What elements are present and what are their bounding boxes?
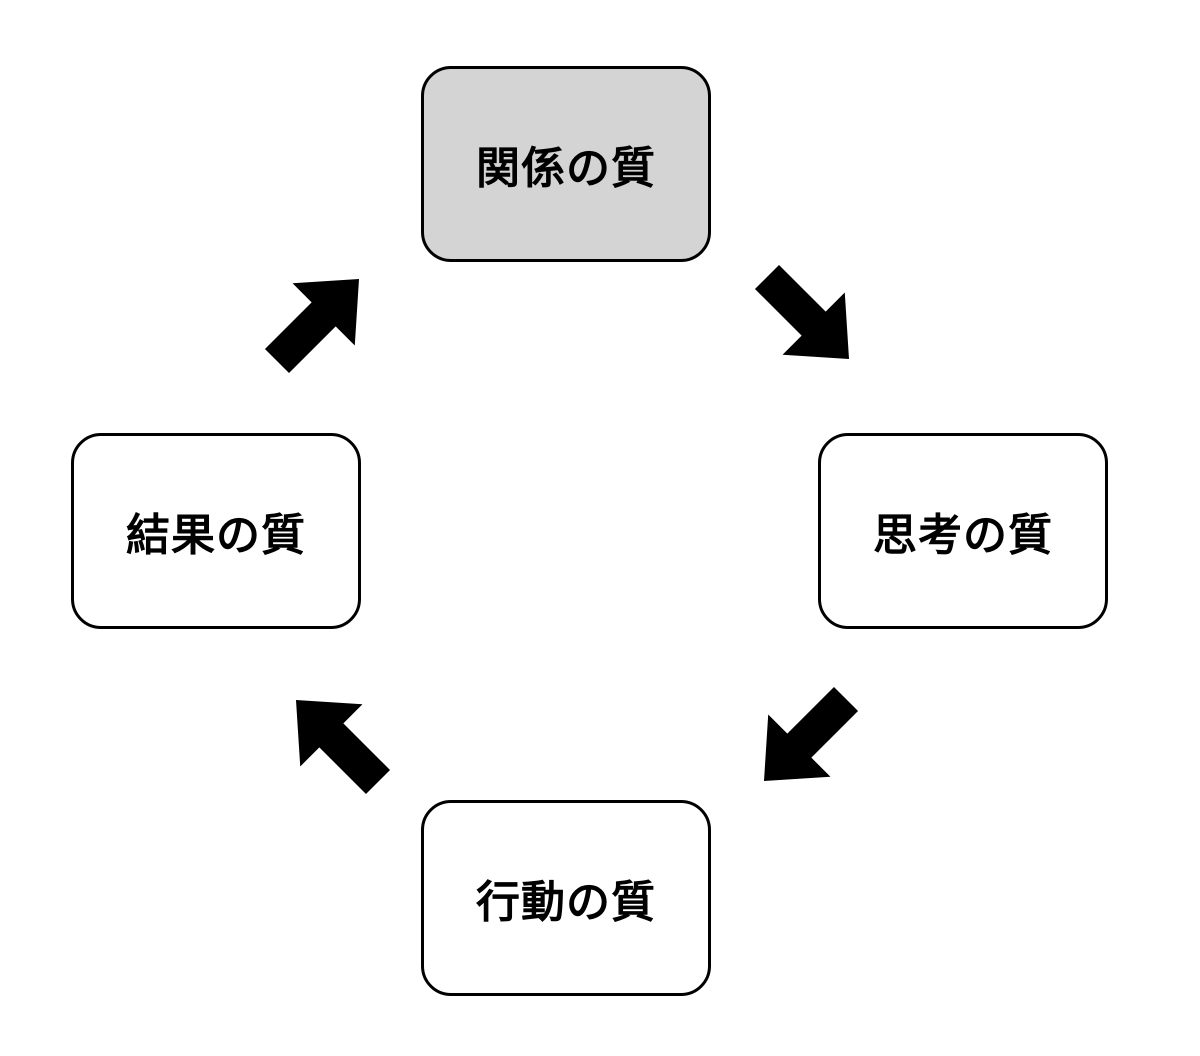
- node-result-label: 結果の質: [126, 510, 306, 561]
- node-relationship-label: 関係の質: [476, 143, 656, 194]
- arrow-action-to-result: [295, 699, 391, 795]
- node-result-quality: 結果の質: [71, 433, 361, 629]
- arrow-relationship-to-thinking: [754, 264, 850, 360]
- node-thinking-label: 思考の質: [873, 510, 1053, 561]
- node-action-label: 行動の質: [476, 877, 656, 928]
- node-action-quality: 行動の質: [421, 800, 711, 996]
- arrow-thinking-to-action: [763, 686, 859, 782]
- node-relationship-quality: 関係の質: [421, 66, 711, 262]
- node-thinking-quality: 思考の質: [818, 433, 1108, 629]
- arrow-result-to-relationship: [264, 278, 360, 374]
